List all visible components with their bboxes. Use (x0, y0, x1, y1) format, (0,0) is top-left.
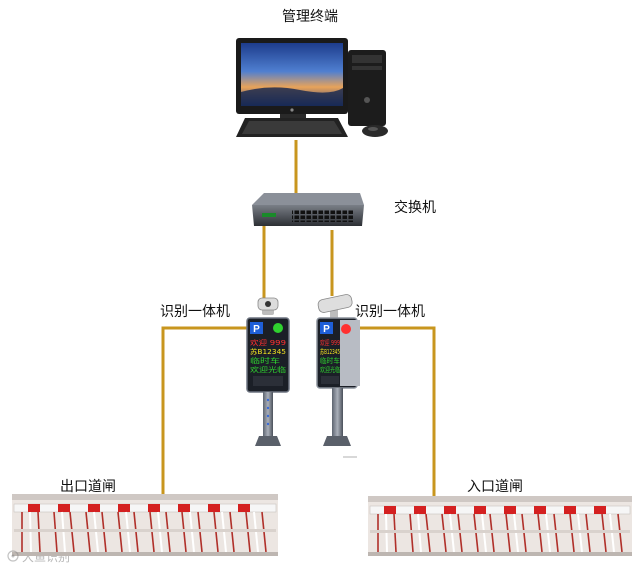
network-switch (252, 193, 364, 226)
led-line3-left: 临时车 (250, 356, 280, 365)
entry-boom-arm (369, 505, 631, 515)
cable-left-to-exit-gate (161, 326, 249, 500)
base-left (255, 436, 281, 446)
management-terminal (236, 38, 388, 137)
pole-left (263, 392, 273, 436)
led-line1-right: 欢迎 999 (320, 338, 340, 347)
mouse (362, 125, 388, 137)
p-symbol-left: P (253, 324, 260, 335)
recognizer-left-label: 识别一体机 (160, 304, 230, 320)
led-line2-right: 苏B12345 (320, 347, 340, 356)
recognizer-left: P 欢迎 999 苏B12345 临时车 欢迎光临 (246, 297, 290, 446)
exit-barrier-gate (12, 494, 278, 556)
switch-label: 交换机 (394, 200, 436, 216)
cable-right-to-entry-gate (353, 326, 436, 498)
recognizer-right: P 欢迎 999 苏B12345 临时车 欢迎光临 (316, 294, 360, 458)
camera-right (317, 294, 353, 313)
led-line2-left: 苏B12345 (250, 347, 286, 356)
p-symbol-right: P (323, 324, 330, 335)
recognizer-right-label: 识别一体机 (355, 304, 425, 320)
base-right (323, 436, 351, 446)
led-line3-right: 临时车 (320, 356, 340, 365)
exit-gate-label: 出口道闸 (60, 479, 116, 495)
management-terminal-label: 管理终端 (282, 9, 338, 25)
pole-right (332, 388, 343, 436)
led-line4-left: 欢迎光临 (250, 365, 286, 374)
watermark-logo-icon (7, 550, 19, 562)
led-line4-right: 欢迎光临 (320, 365, 340, 374)
exit-boom-arm (13, 503, 277, 513)
entry-gate-label: 入口道闸 (467, 479, 523, 495)
led-line1-left: 欢迎 999 (250, 338, 286, 347)
cables (161, 140, 436, 500)
entry-barrier-gate (368, 496, 632, 556)
